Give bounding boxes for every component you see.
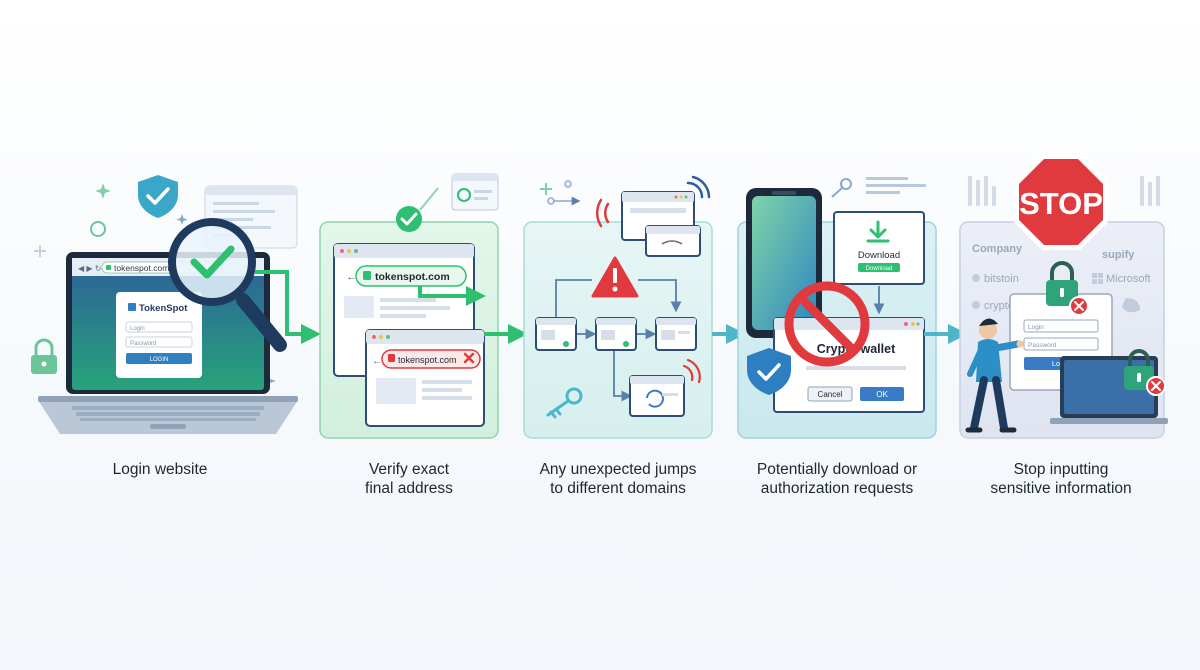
download-icon — [866, 220, 890, 243]
connector-1-2 — [255, 270, 321, 344]
alert-signal-icon — [682, 358, 701, 384]
login-field[interactable]: Login — [1028, 324, 1044, 331]
browser-window-small — [535, 317, 577, 351]
password-field[interactable]: Password — [130, 341, 156, 347]
login-field[interactable]: Login — [130, 326, 145, 332]
step-label-line: Stop inputting — [1013, 461, 1109, 478]
svg-text:◀ ▶ ↻: ◀ ▶ ↻ — [78, 264, 101, 273]
shield-check-icon — [138, 175, 178, 218]
step-3-unexpected-jumps — [523, 175, 746, 439]
smartphone — [746, 188, 822, 338]
warning-icon — [591, 256, 639, 298]
padlock-icon — [1046, 261, 1089, 316]
company-name: bitstoin — [984, 273, 1019, 285]
step-label-line: Potentially download or — [756, 461, 918, 478]
step-label-1: Login website — [50, 460, 270, 479]
svg-text:←: ← — [346, 271, 357, 283]
step-1-login-website: ◀ ▶ ↻ tokenspot.com TokenSpot Login Pass… — [31, 175, 321, 434]
step-label-5: Stop inputting sensitive information — [951, 460, 1171, 498]
step-label-line: authorization requests — [760, 480, 914, 497]
company-list: Company supify bitstoin Microsoft crypto — [972, 243, 1151, 313]
verified-url: tokenspot.com — [375, 271, 450, 283]
key-icon — [831, 178, 852, 198]
step-label-line: to different domains — [550, 480, 686, 497]
padlock-icon — [1124, 349, 1166, 396]
company-name: supify — [1102, 249, 1135, 261]
download-button[interactable] — [858, 263, 900, 272]
download-title: Download — [858, 250, 900, 261]
cancel-button[interactable] — [807, 386, 853, 402]
step-label-line: sensitive information — [990, 480, 1132, 497]
company-name: Company — [972, 243, 1023, 255]
stop-sign-text: STOP — [1019, 186, 1103, 221]
download-card: Download Download — [833, 211, 925, 315]
browser-window-small — [629, 375, 685, 417]
svg-text:←: ← — [372, 356, 382, 367]
browser-window-small — [645, 225, 701, 257]
step-label-line: Any unexpected jumps — [539, 461, 697, 478]
company-name: Microsoft — [1106, 273, 1151, 285]
check-badge-icon — [396, 187, 439, 232]
prohibited-icon — [784, 281, 870, 367]
alert-signal-icon — [596, 198, 610, 228]
step-label-2: Verify exact final address — [299, 460, 519, 498]
step-5-stop-inputting: STOP Company supify bitstoin Microsoft c… — [959, 154, 1168, 439]
step-label-line: Verify exact — [368, 461, 450, 478]
login-button-label: LOGIN — [150, 357, 169, 363]
crypto-wallet-dialog: Crypto wallet Cancel OK — [773, 317, 925, 413]
step-2-verify-address: ← tokenspot.com ← tokenspot.com — [319, 173, 528, 439]
company-name: crypto — [984, 300, 1014, 312]
browser-window-small — [655, 317, 697, 351]
laptop-url: tokenspot.com — [114, 263, 169, 273]
ok-button[interactable] — [860, 387, 904, 401]
step-4-download-authorization: Download Download Crypto wallet Cancel O… — [737, 177, 968, 439]
person-figure — [965, 318, 1024, 433]
key-icon — [546, 387, 583, 419]
browser-window-bad: ← tokenspot.com — [365, 329, 485, 427]
magnifier-check-icon — [168, 218, 287, 352]
browser-window-small — [595, 317, 637, 351]
padlock-icon — [31, 338, 57, 374]
step-label-4: Potentially download or authorization re… — [727, 460, 947, 498]
stop-sign-icon: STOP — [1014, 154, 1108, 250]
login-button[interactable] — [126, 353, 192, 364]
signal-icon — [686, 175, 711, 199]
password-field[interactable]: Password — [1028, 342, 1057, 349]
token-coin-icon — [90, 221, 106, 237]
download-button-label: Download — [866, 266, 893, 272]
cancel-button-label: Cancel — [818, 390, 843, 399]
step-label-line: Login website — [112, 461, 208, 478]
suspicious-url: tokenspot.com — [398, 355, 457, 365]
step-label-3: Any unexpected jumps to different domain… — [508, 460, 728, 498]
redirect-arrow — [418, 286, 486, 306]
ok-button-label: OK — [876, 390, 888, 399]
step-label-line: final address — [365, 480, 453, 497]
user-card-icon — [451, 173, 499, 211]
brand-name: TokenSpot — [139, 303, 188, 314]
laptop: ◀ ▶ ↻ tokenspot.com TokenSpot Login Pass… — [38, 252, 298, 434]
shield-check-icon — [747, 348, 791, 395]
close-x-icon — [463, 352, 475, 364]
